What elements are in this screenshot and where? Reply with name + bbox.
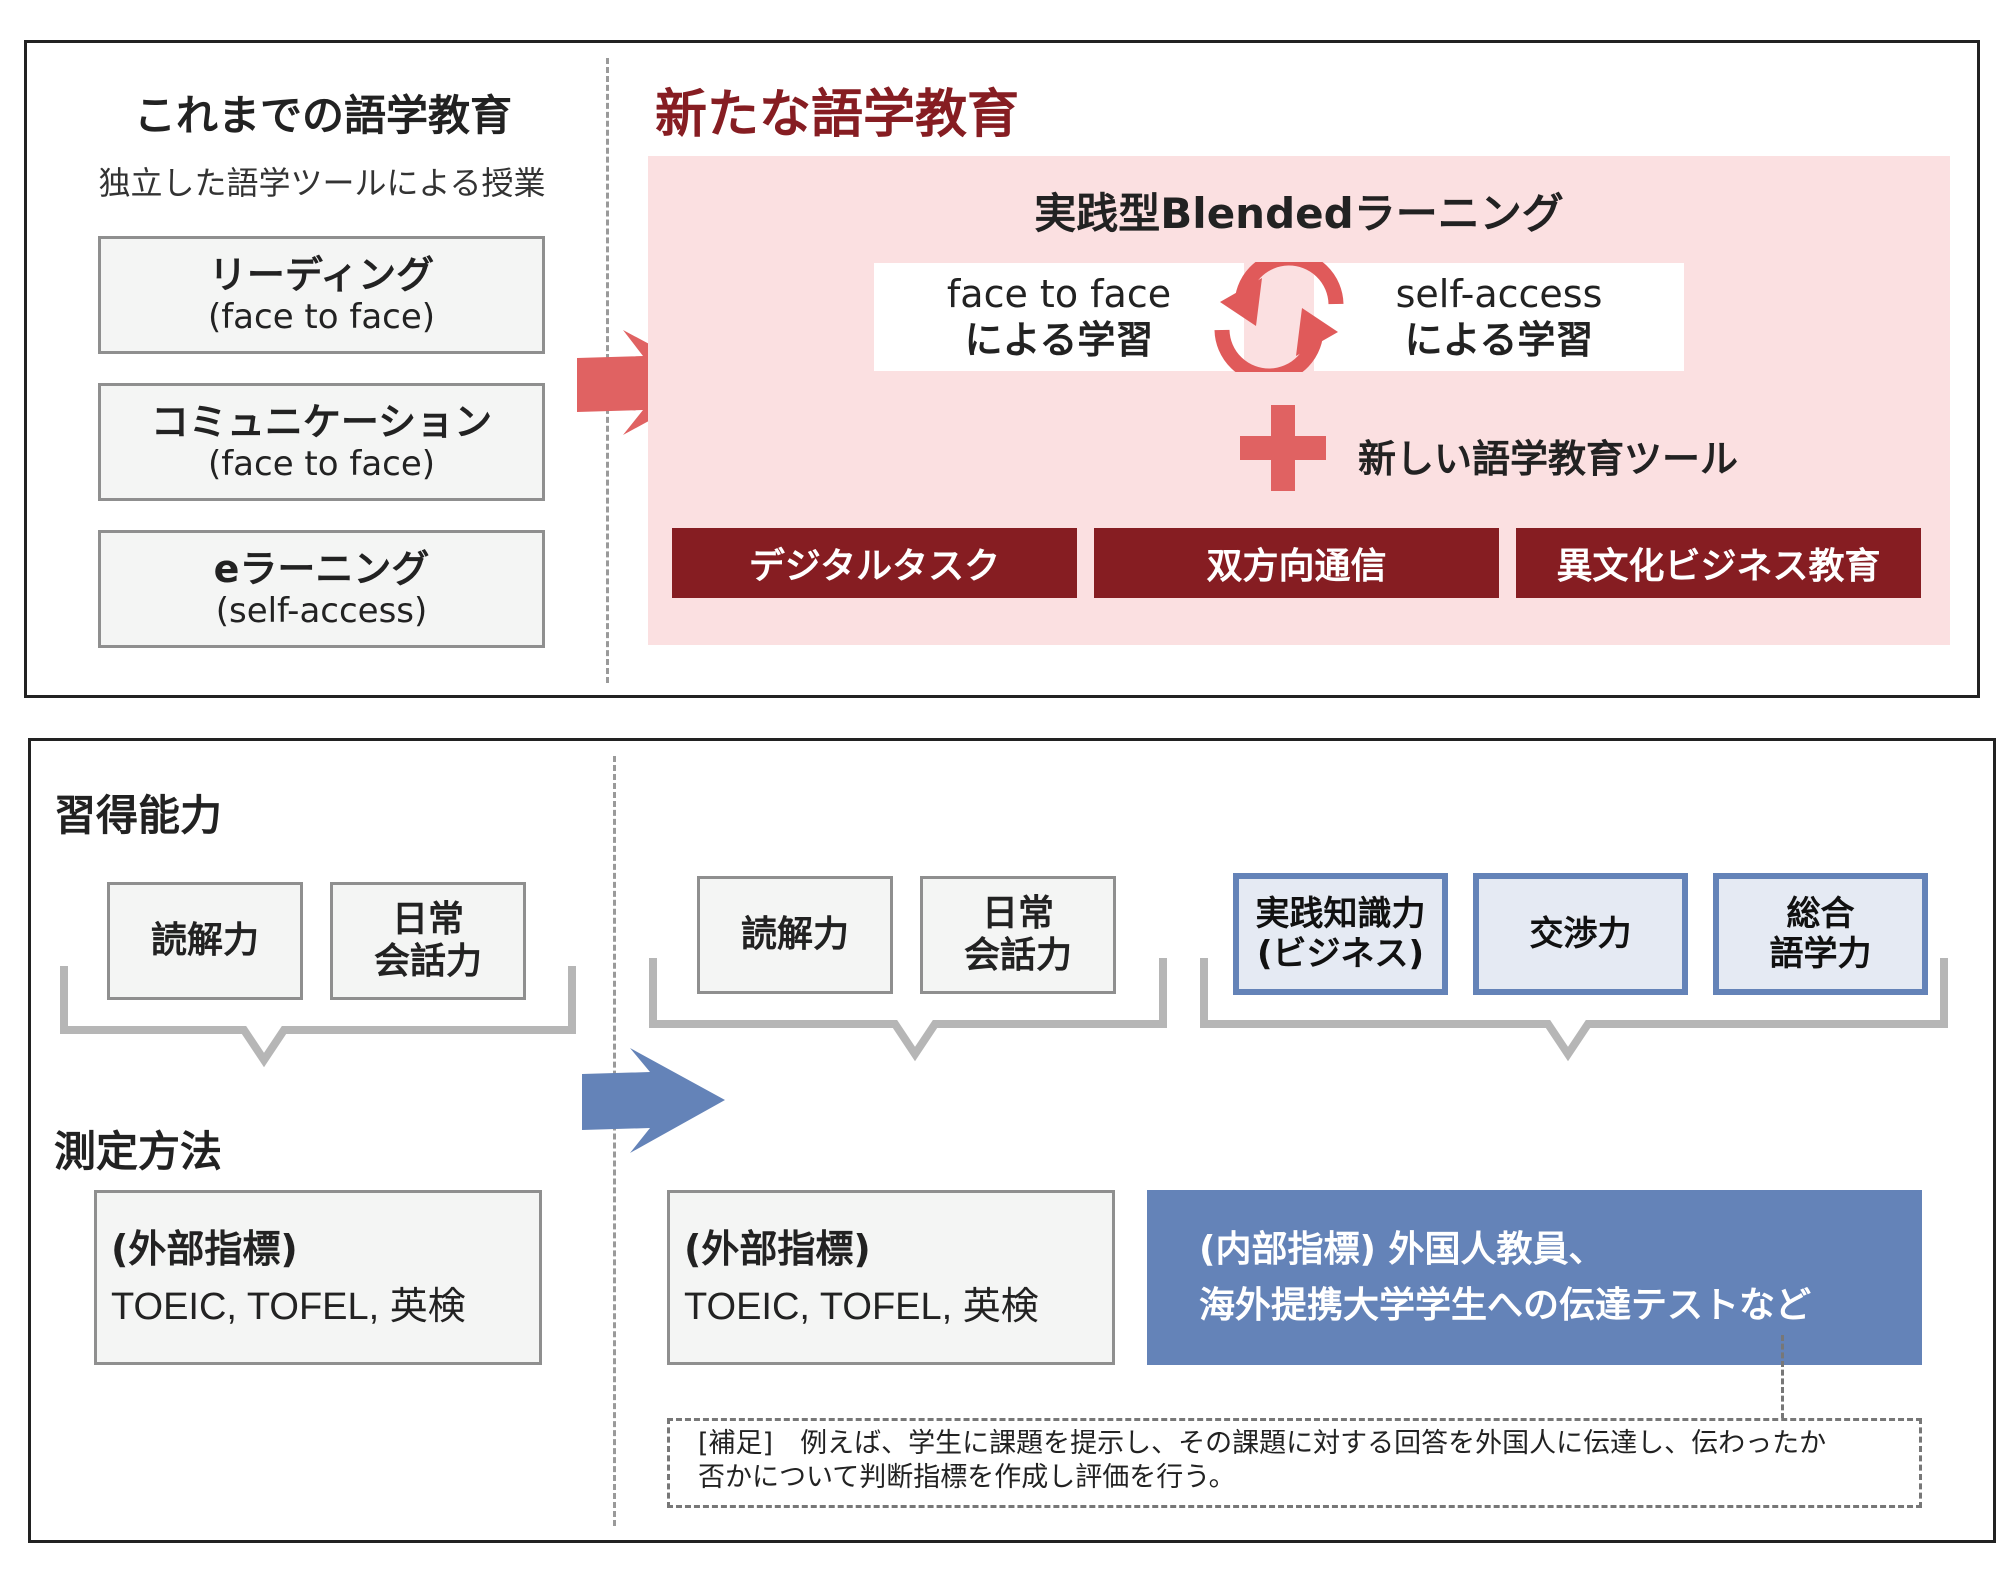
ability-line1: 日常	[391, 899, 464, 940]
old-ability-reading: 読解力	[107, 882, 303, 1000]
old-education-title: これまでの語学教育	[133, 91, 512, 140]
ability-line1: 日常	[981, 893, 1054, 934]
old-tool-reading: リーディング (face to face)	[98, 236, 545, 354]
ability-line1: 読解力	[150, 920, 259, 961]
face-to-face-box: face to face による学習	[874, 263, 1244, 371]
old-tool-elearning: eラーニング (self-access)	[98, 530, 545, 648]
internal-line1: (内部指標) 外国人教員、	[1199, 1228, 1605, 1270]
measure-line2: TOEIC, TOFEL, 英検	[684, 1285, 1039, 1328]
skill-line1: 総合	[1786, 894, 1855, 934]
cycle-arrows-icon	[1214, 262, 1344, 372]
skill-overall-language: 総合語学力	[1713, 873, 1928, 995]
measure-line1: (外部指標)	[111, 1226, 298, 1271]
note-line2: 否かについて判断指標を作成し評価を行う。	[698, 1462, 1236, 1493]
note-line1: [補足] 例えば、学生に課題を提示し、その課題に対する回答を外国人に伝達し、伝わ…	[698, 1428, 1827, 1459]
old-tool-communication: コミュニケーション (face to face)	[98, 383, 545, 501]
plus-icon	[1240, 405, 1326, 491]
new-tool-cross-cultural: 異文化ビジネス教育	[1516, 528, 1921, 598]
measure-title: 測定方法	[54, 1127, 223, 1176]
bottom-panel	[28, 738, 1996, 1543]
skill-line2: 語学力	[1769, 934, 1872, 974]
ability-line2: 会話力	[963, 935, 1072, 976]
skill-line1: 実践知識力	[1255, 894, 1426, 934]
bracket-new-advanced-icon	[1200, 958, 1948, 1062]
tool-mode: (face to face)	[207, 297, 436, 337]
self-box-line1: self-access	[1395, 272, 1603, 316]
note-connector	[1781, 1335, 1784, 1419]
old-education-subtitle: 独立した語学ツールによる授業	[98, 164, 546, 202]
tool-name: リーディング	[208, 253, 435, 297]
measure-line1: (外部指標)	[684, 1226, 871, 1271]
new-tool-digital-task: デジタルタスク	[672, 528, 1077, 598]
face-box-line2: による学習	[964, 318, 1154, 362]
bracket-old-icon	[60, 966, 576, 1068]
ability-line1: 読解力	[740, 914, 849, 955]
self-box-line2: による学習	[1404, 318, 1594, 362]
new-education-title: 新たな語学教育	[655, 85, 1020, 145]
old-ability-conversation: 日常会話力	[330, 882, 526, 1000]
internal-line2: 海外提携大学学生への伝達テストなど	[1199, 1284, 1812, 1326]
new-measure-box: (外部指標) TOEIC, TOFEL, 英検	[667, 1190, 1115, 1365]
measure-line2: TOEIC, TOFEL, 英検	[111, 1285, 466, 1328]
tool-mode: (face to face)	[207, 444, 436, 484]
new-tools-label: 新しい語学教育ツール	[1358, 437, 1739, 481]
old-measure-box: (外部指標) TOEIC, TOFEL, 英検	[94, 1190, 542, 1365]
internal-measure-box: (内部指標) 外国人教員、 海外提携大学学生への伝達テストなど	[1147, 1190, 1922, 1365]
skill-practical-knowledge: 実践知識力(ビジネス)	[1233, 873, 1448, 995]
skill-line2: (ビジネス)	[1256, 934, 1425, 974]
new-ability-reading: 読解力	[697, 876, 893, 994]
new-tool-two-way: 双方向通信	[1094, 528, 1499, 598]
blended-title: 実践型Blendedラーニング	[1034, 189, 1564, 238]
skill-negotiation: 交渉力	[1473, 873, 1688, 995]
bottom-divider	[613, 756, 616, 1526]
face-box-line1: face to face	[946, 272, 1172, 316]
blue-arrow-icon	[582, 1048, 725, 1153]
self-access-box: self-access による学習	[1314, 263, 1684, 371]
ability-line2: 会話力	[373, 941, 482, 982]
skill-line1: 交渉力	[1529, 914, 1632, 954]
tool-name: eラーニング	[213, 547, 430, 591]
new-ability-conversation: 日常会話力	[920, 876, 1116, 994]
tool-name: コミュニケーション	[150, 400, 493, 444]
bracket-new-basic-icon	[649, 958, 1167, 1062]
tool-mode: (self-access)	[215, 591, 428, 631]
abilities-title: 習得能力	[54, 791, 223, 840]
supplement-note: [補足] 例えば、学生に課題を提示し、その課題に対する回答を外国人に伝達し、伝わ…	[667, 1418, 1922, 1508]
